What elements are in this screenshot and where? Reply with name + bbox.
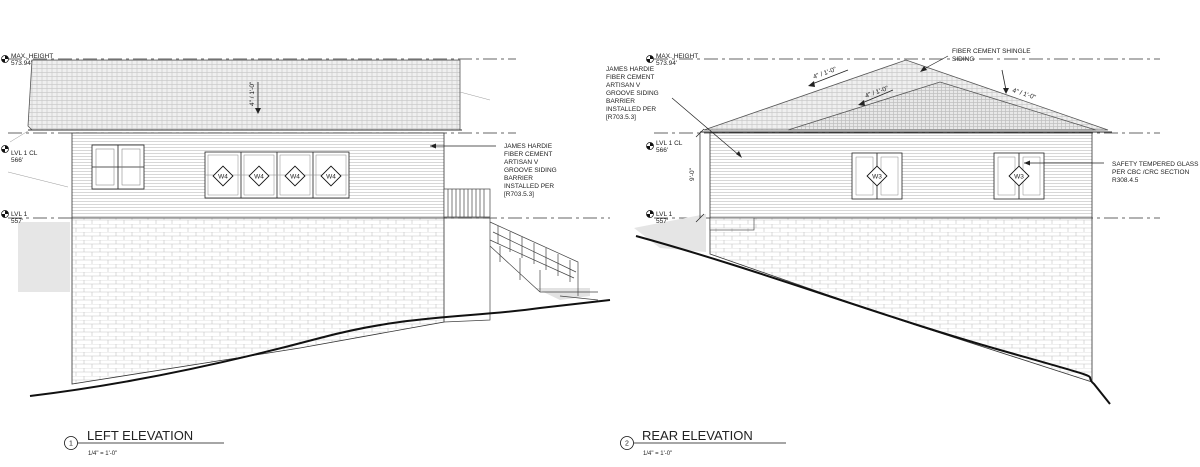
note-line: SIDING xyxy=(952,56,974,63)
level-marker-max: MAX. HEIGHT 573.94' xyxy=(1,53,53,67)
rear-elevation: W3 W3 9'-0" 4" / 1'-0" 4" / 1'-0" 4" / 1… xyxy=(606,48,1199,457)
note-line: INSTALLED PER xyxy=(606,106,656,113)
level-value: 573.94' xyxy=(11,60,32,67)
window-tag: W4 xyxy=(290,174,300,181)
shadow xyxy=(18,222,70,292)
level-marker-cl: LVL 1 CL 566' xyxy=(646,140,683,154)
roof-slope-label: 4" / 1'-0" xyxy=(249,81,256,106)
roof xyxy=(7,59,491,188)
level-marker-max: MAX. HEIGHT 573.94' xyxy=(646,53,698,67)
left-elevation: W4 W4 W4 W4 4" / 1'-0" MAX. HEIGHT 573.9… xyxy=(1,53,611,457)
level-label: MAX. HEIGHT xyxy=(11,53,53,60)
note-line: FIBER CEMENT xyxy=(504,151,552,158)
level-value: 557' xyxy=(656,218,668,225)
view-number: 2 xyxy=(625,441,629,448)
note-line: FIBER CEMENT SHINGLE xyxy=(952,48,1031,55)
siding-note: JAMES HARDIE FIBER CEMENT ARTISAN V GROO… xyxy=(606,66,742,158)
window-tag: W3 xyxy=(1014,174,1024,181)
note-line: JAMES HARDIE xyxy=(504,143,553,150)
level-label: LVL 1 xyxy=(656,211,673,218)
view-title-text: REAR ELEVATION xyxy=(642,428,753,443)
note-line: FIBER CEMENT xyxy=(606,74,654,81)
height-dim-label: 9'-0" xyxy=(689,167,696,181)
level-marker-1: LVL 1 557' xyxy=(1,210,28,225)
level-value: 573.94' xyxy=(656,60,677,67)
window-tag: W4 xyxy=(218,174,228,181)
level-value: 566' xyxy=(11,157,23,164)
brick-foundation xyxy=(709,217,1093,383)
note-line: SAFETY TEMPERED GLASS xyxy=(1112,161,1199,168)
note-line: ARTISAN V xyxy=(504,159,539,166)
note-line: BARRIER xyxy=(504,175,533,182)
window-tags: W4 W4 W4 W4 xyxy=(212,165,342,187)
note-line: GROOVE SIDING xyxy=(606,90,659,97)
note-line: JAMES HARDIE xyxy=(606,66,655,73)
brick-foundation xyxy=(71,217,445,385)
note-line: [R703.5.3] xyxy=(504,191,534,198)
note-line: ARTISAN V xyxy=(606,82,641,89)
view-scale: 1/4" = 1'-0" xyxy=(88,451,117,457)
grade-line xyxy=(635,235,1111,405)
grade-line xyxy=(29,299,611,397)
view-title: 1 LEFT ELEVATION 1/4" = 1'-0" xyxy=(64,428,224,457)
view-title-text: LEFT ELEVATION xyxy=(87,428,193,443)
deck-stairs xyxy=(443,188,599,323)
foundation-band xyxy=(709,217,755,231)
level-value: 557' xyxy=(11,218,23,225)
window-tag: W3 xyxy=(872,174,882,181)
siding-note: JAMES HARDIE FIBER CEMENT ARTISAN V GROO… xyxy=(430,143,557,198)
shadow xyxy=(535,288,590,300)
window-tag: W4 xyxy=(326,174,336,181)
note-line: R308.4.5 xyxy=(1112,177,1139,184)
note-line: INSTALLED PER xyxy=(504,183,554,190)
window-tag: W4 xyxy=(254,174,264,181)
level-label: LVL 1 xyxy=(11,211,28,218)
shadow xyxy=(634,214,706,252)
height-dimension: 9'-0" xyxy=(689,128,705,223)
level-value: 566' xyxy=(656,147,668,154)
safety-glass-note: SAFETY TEMPERED GLASS PER CBC /CRC SECTI… xyxy=(1024,160,1199,184)
level-label: LVL 1 CL xyxy=(11,150,38,157)
roof-slope-arrow: 4" / 1'-0" xyxy=(249,81,261,114)
note-line: [R703.5.3] xyxy=(606,114,636,121)
level-marker-1: LVL 1 557' xyxy=(646,210,673,225)
view-scale: 1/4" = 1'-0" xyxy=(643,451,672,457)
roof xyxy=(700,59,1112,133)
level-label: MAX. HEIGHT xyxy=(656,53,698,60)
shingle-note: FIBER CEMENT SHINGLE SIDING xyxy=(920,48,1031,72)
view-title: 2 REAR ELEVATION 1/4" = 1'-0" xyxy=(620,428,786,457)
note-line: BARRIER xyxy=(606,98,635,105)
view-number: 1 xyxy=(69,441,73,448)
window-tags: W3 W3 xyxy=(866,165,1030,187)
note-line: PER CBC /CRC SECTION xyxy=(1112,169,1190,176)
window xyxy=(91,144,145,190)
level-marker-cl: LVL 1 CL 566' xyxy=(1,145,38,164)
note-line: GROOVE SIDING xyxy=(504,167,557,174)
level-label: LVL 1 CL xyxy=(656,140,683,147)
